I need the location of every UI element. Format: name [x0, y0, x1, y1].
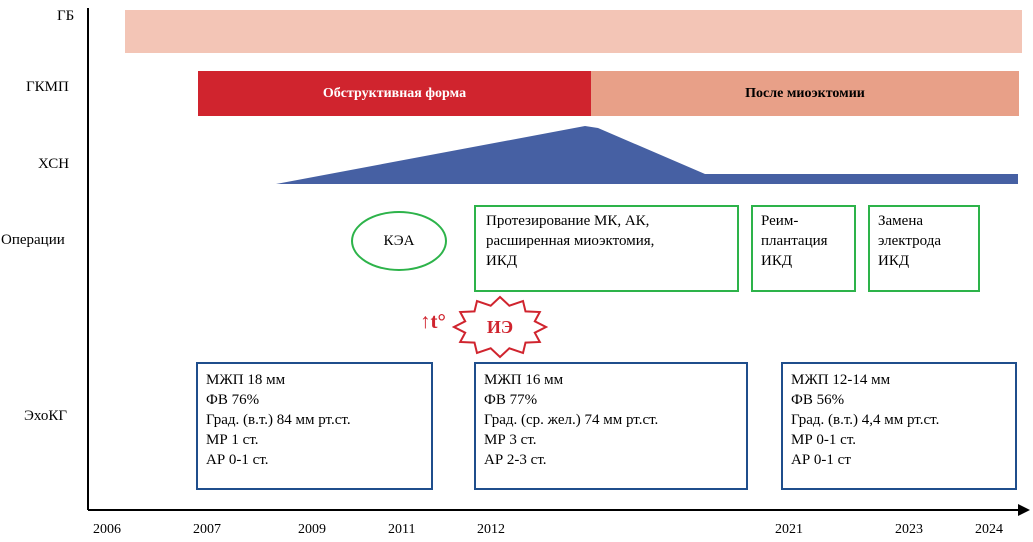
year-label: 2007 [193, 522, 221, 537]
row-label-operations: Операции [1, 232, 65, 248]
operation-2-line: плантация [761, 233, 828, 249]
year-label: 2009 [298, 522, 326, 537]
echo-2-line: Град. (ср. жел.) 74 мм рт.ст. [484, 412, 659, 428]
year-label: 2006 [93, 522, 121, 537]
operation-box-1: Протезирование МК, АК, расширенная миоэк… [474, 205, 739, 292]
operation-3-line: Замена [878, 213, 924, 229]
operation-cea-label: КЭА [383, 233, 415, 249]
echo-2-line: ФВ 77% [484, 392, 538, 408]
echo-3-line: МЖП 12-14 мм [791, 372, 891, 388]
year-label: 2023 [895, 522, 923, 537]
echo-2-line: МЖП 16 мм [484, 372, 564, 388]
operation-1-line: расширенная миоэктомия, [486, 233, 655, 249]
hf-course-shape [276, 126, 1018, 184]
echo-1-line: ФВ 76% [206, 392, 260, 408]
year-label: 2012 [477, 522, 505, 537]
echo-3-line: ФВ 56% [791, 392, 845, 408]
operation-1-line: ИКД [486, 253, 518, 269]
row-label-gb: ГБ [57, 8, 75, 24]
operation-box-3: Замена электрода ИКД [868, 205, 980, 292]
year-label: 2011 [388, 522, 416, 537]
ie-label: ИЭ [486, 316, 514, 337]
echo-box-1: МЖП 18 мм ФВ 76% Град. (в.т.) 84 мм рт.с… [196, 362, 433, 490]
ie-burst-shape [452, 295, 548, 359]
echo-2-line: МР 3 ст. [484, 432, 537, 448]
echo-3-line: АР 0-1 ст [791, 452, 851, 468]
row-label-hf: ХСН [38, 156, 70, 172]
echo-3-line: МР 0-1 ст. [791, 432, 857, 448]
operation-2-line: ИКД [761, 253, 793, 269]
x-axis-arrow [1018, 504, 1030, 516]
year-label: 2021 [775, 522, 803, 537]
echo-3-line: Град. (в.т.) 4,4 мм рт.ст. [791, 412, 940, 428]
fever-label: ↑t° [420, 309, 446, 333]
gb-bar [125, 10, 1022, 53]
row-label-echo: ЭхоКГ [24, 408, 68, 424]
operation-3-line: ИКД [878, 253, 910, 269]
row-label-hcm: ГКМП [26, 79, 69, 95]
operation-2-line: Реим- [761, 213, 799, 229]
echo-1-line: Град. (в.т.) 84 мм рт.ст. [206, 412, 351, 428]
operation-box-2: Реим- плантация ИКД [751, 205, 856, 292]
year-label: 2024 [975, 522, 1003, 537]
after-myectomy-label: После миоэктомии [745, 85, 865, 101]
echo-box-2: МЖП 16 мм ФВ 77% Град. (ср. жел.) 74 мм … [474, 362, 748, 490]
operation-3-line: электрода [878, 233, 941, 249]
echo-2-line: АР 2-3 ст. [484, 452, 547, 468]
echo-box-3: МЖП 12-14 мм ФВ 56% Град. (в.т.) 4,4 мм … [781, 362, 1017, 490]
after-myectomy-bar: После миоэктомии [591, 71, 1019, 116]
obstructive-bar: Обструктивная форма [198, 71, 591, 116]
echo-1-line: АР 0-1 ст. [206, 452, 269, 468]
operation-cea: КЭА [351, 211, 447, 271]
operation-1-line: Протезирование МК, АК, [486, 213, 650, 229]
echo-1-line: МЖП 18 мм [206, 372, 286, 388]
echo-1-line: МР 1 ст. [206, 432, 259, 448]
obstructive-label: Обструктивная форма [322, 85, 467, 101]
